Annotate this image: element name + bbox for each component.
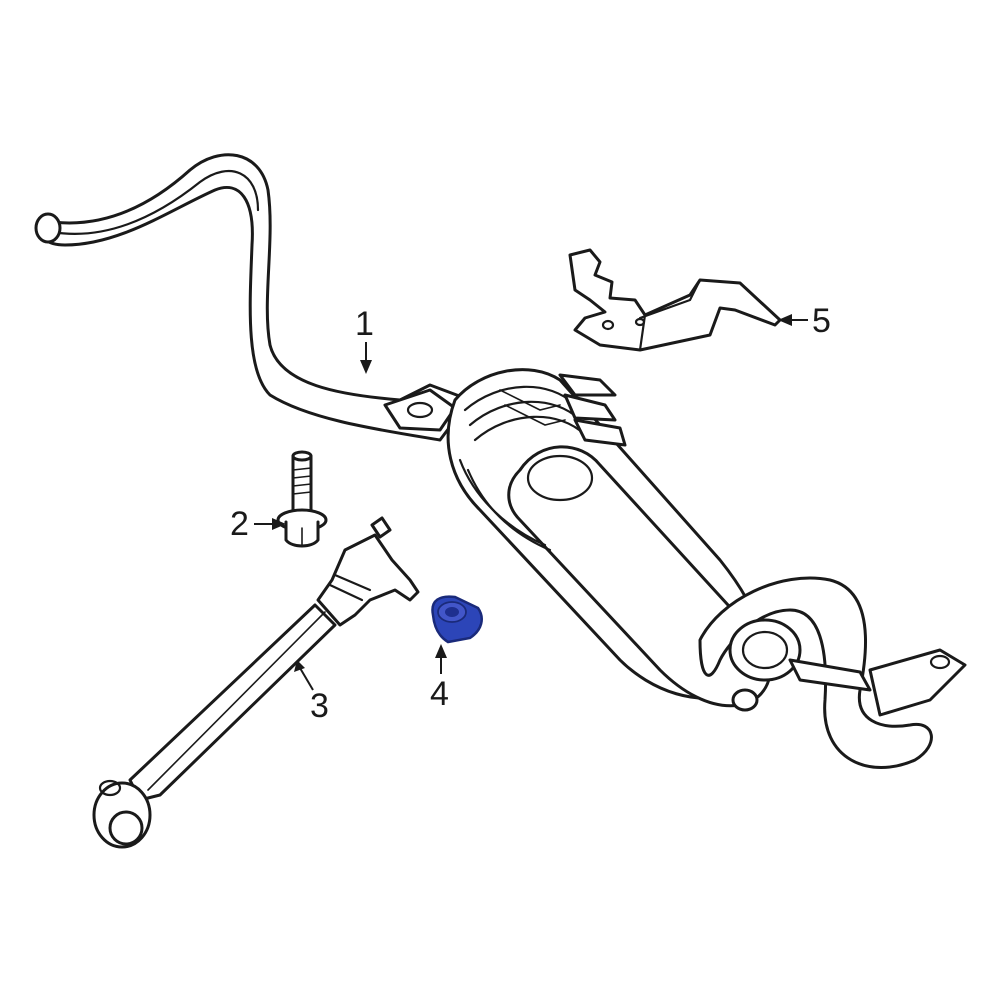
callout-2: 2 [230,505,286,543]
callout-label-1: 1 [355,305,374,343]
bolt[interactable] [276,450,328,548]
callout-label-2: 2 [230,505,249,543]
stabilizer-bar-right-end [698,576,967,769]
nut[interactable] [431,595,483,644]
callout-label-4: 4 [430,675,449,713]
stabilizer-bar[interactable] [34,153,472,442]
callout-label-3: 3 [310,687,329,725]
callout-5: 5 [778,302,831,340]
callout-1: 1 [355,305,374,374]
bracket[interactable] [568,248,782,352]
stabilizer-link[interactable] [92,516,420,849]
callout-4: 4 [430,644,449,713]
callout-3: 3 [294,660,329,725]
callout-label-5: 5 [812,302,831,340]
